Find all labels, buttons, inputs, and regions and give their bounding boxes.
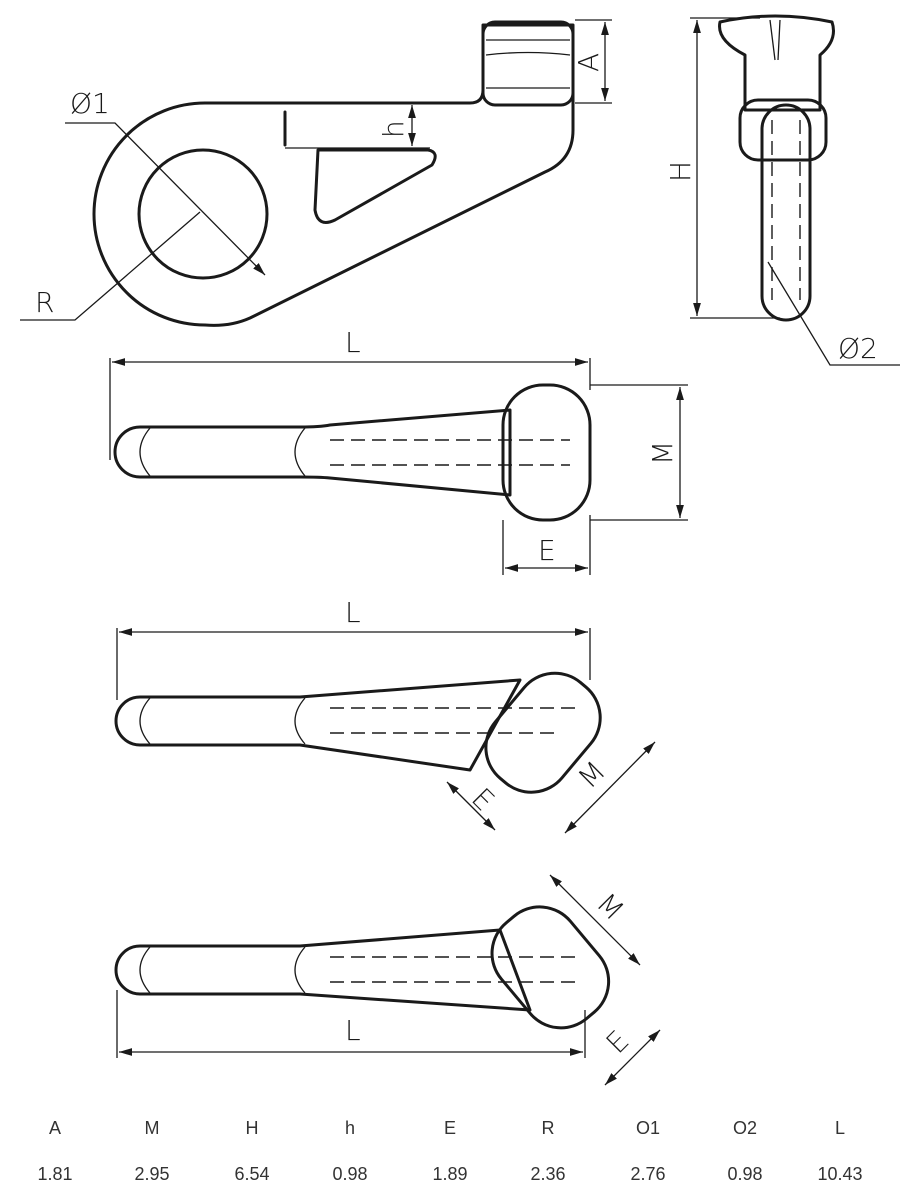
header-m: M <box>144 1117 160 1138</box>
label-e-3: E <box>600 1024 636 1060</box>
header-a: A <box>48 1117 61 1138</box>
triangular-opening <box>313 148 437 224</box>
header-r: R <box>541 1117 555 1138</box>
header-o1: O1 <box>635 1117 660 1138</box>
value-e: 1.89 <box>432 1163 468 1184</box>
value-h-small: 0.98 <box>332 1163 368 1184</box>
cap-bands <box>485 39 571 89</box>
shank-cap <box>481 20 575 107</box>
table-value-row: 1.81 2.95 6.54 0.98 1.89 2.36 2.76 0.98 … <box>0 1151 902 1197</box>
label-dia1: Ø1 <box>70 87 110 120</box>
label-e-1: E <box>538 534 556 567</box>
end-bar <box>760 103 812 322</box>
label-h: h <box>377 120 410 138</box>
label-l-2: L <box>345 596 361 629</box>
label-l-3: L <box>345 1014 361 1047</box>
dimensions-table: A M H h E R O1 O2 L 1.81 2.95 6.54 0.98 … <box>0 1105 902 1197</box>
end-view: H Ø2 <box>664 14 900 366</box>
header-h-small: h <box>344 1117 355 1138</box>
label-a: A <box>572 53 605 72</box>
technical-drawing: A h Ø1 R H Ø2 L M E <box>20 14 900 1086</box>
value-r: 2.36 <box>530 1163 566 1184</box>
label-m-1: M <box>646 441 679 465</box>
label-l-1: L <box>345 326 361 359</box>
value-o2: 0.98 <box>727 1163 763 1184</box>
label-e-2: E <box>465 782 501 818</box>
value-l: 10.43 <box>817 1163 863 1184</box>
end-cap <box>718 14 835 112</box>
straight-head <box>501 383 592 522</box>
label-dia2: Ø2 <box>838 332 878 365</box>
header-e: E <box>443 1117 456 1138</box>
table-header-row: A M H h E R O1 O2 L <box>0 1105 902 1151</box>
top-view-rotated-cw: L M E <box>114 874 661 1086</box>
radius-leader <box>20 211 201 321</box>
eye-hole <box>137 148 269 280</box>
header-h: H <box>245 1117 259 1138</box>
side-view: A h Ø1 R <box>20 19 612 327</box>
value-h: 6.54 <box>234 1163 270 1184</box>
header-o2: O2 <box>732 1117 757 1138</box>
value-a: 1.81 <box>37 1163 73 1184</box>
end-neck <box>738 98 828 162</box>
label-r: R <box>35 286 54 319</box>
label-height: H <box>664 161 697 182</box>
hook-body-outline <box>92 23 575 327</box>
value-o1: 2.76 <box>630 1163 666 1184</box>
value-m: 2.95 <box>134 1163 170 1184</box>
dia2-leader <box>767 261 900 366</box>
top-view-rotated-ccw: L M E <box>114 596 656 834</box>
header-l: L <box>834 1117 845 1138</box>
top-view-straight: L M E <box>109 326 688 575</box>
dia1-leader <box>65 122 266 276</box>
